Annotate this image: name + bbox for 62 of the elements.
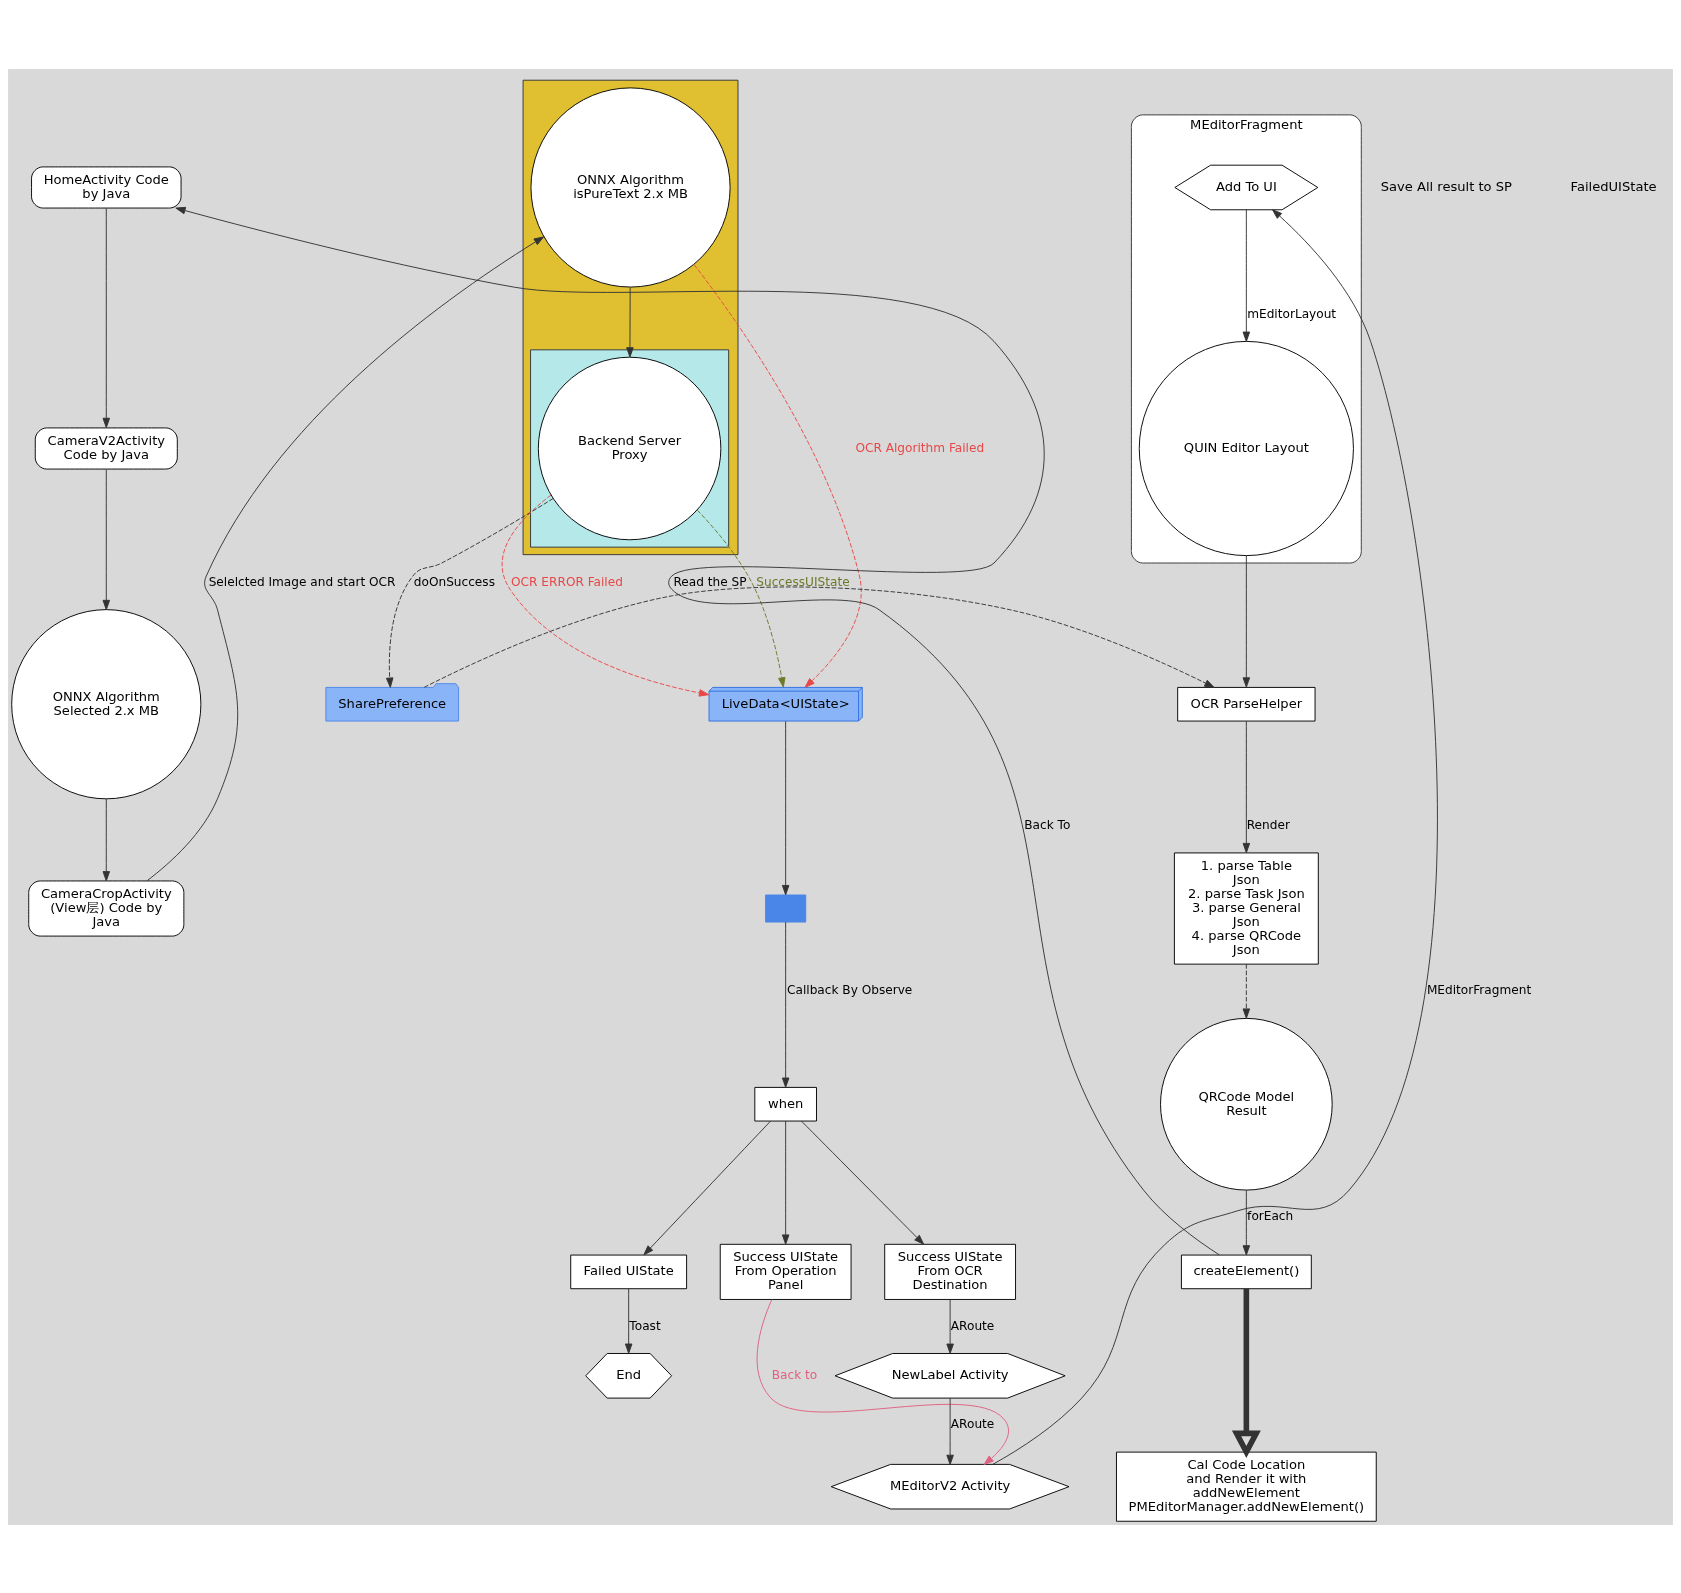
edge-label: Render [1246,817,1290,832]
edge-label: Selelcted Image and start OCR [208,574,396,589]
arrow [643,1120,772,1255]
node-box: CameraCropActivity (View层) Code by Java [28,880,185,937]
arrow [992,208,1438,1465]
edge-label: doOnSuccess [413,574,495,589]
edge-label: Read the SP [673,574,747,589]
arrow [756,1298,1009,1465]
arrow [1231,1288,1261,1458]
arrow [624,1287,633,1354]
node-box: when [754,1086,817,1121]
arrow [781,921,790,1088]
arrow [501,494,710,697]
node-box [765,894,807,923]
node-circle: QUIN Editor Layout [1138,340,1354,556]
edge-label: forEach [1247,1208,1294,1223]
arrow [626,286,634,357]
arrow [146,235,545,881]
label: Save All result to SP [1380,178,1512,194]
node-box: CameraV2Activity Code by Java [34,426,178,469]
edge-label: MEditorFragment [1426,982,1532,997]
arrow [102,207,111,428]
node-box: Cal Code Location and Render it with addNewElement PMEditorManager.addNewElement() [1116,1451,1377,1522]
arrow [693,263,862,688]
edge-label: ARoute [950,1318,995,1333]
node-box: HomeActivity Code by Java [31,165,182,208]
node-box: 1. parse Table Json 2. parse Task Json 3. parse General Json 4. parse QRCode Json [1173,851,1319,965]
arrow [1242,554,1251,688]
arrow [696,509,786,688]
edge-label: OCR Algorithm Failed [855,440,985,455]
edge-label: ARoute [950,1416,995,1431]
arrow [1242,208,1251,342]
arrow [385,497,554,688]
arrow [1242,1189,1251,1255]
node-box: Failed UIState [570,1254,688,1289]
cluster [522,79,739,555]
arrow [175,206,1220,1255]
node-circle: Backend Server Proxy [537,356,722,540]
edge-label: Back to [771,1367,818,1382]
arrow [946,1397,954,1465]
edge-label: Toast [629,1318,661,1333]
node-box: createElement() [1180,1254,1312,1289]
edge-label: mEditorLayout [1247,306,1337,321]
label: FailedUIState [1570,178,1657,194]
edge-label: OCR ERROR Failed [511,574,623,589]
arrow [781,720,790,895]
arrow [781,1120,790,1245]
node-box: OCR ParseHelper [1177,686,1316,721]
node-circle: ONNX Algorithm Selected 2.x MB [11,608,202,799]
arrow [1242,963,1251,1019]
node-box: Success UIState From OCR Destination [884,1243,1016,1300]
arrow [102,798,111,881]
node-box: Success UIState From Operation Panel [719,1243,852,1300]
edge-label: Back To [1024,817,1071,832]
arrow [423,586,1215,688]
arrow [800,1120,925,1245]
arrow [1242,720,1251,853]
arrow [946,1298,954,1354]
arrow [102,468,111,610]
node-circle: QRCode Model Result [1160,1017,1333,1191]
edge-label: Callback By Observe [787,982,913,997]
edge-label: SuccessUIState [756,574,850,589]
